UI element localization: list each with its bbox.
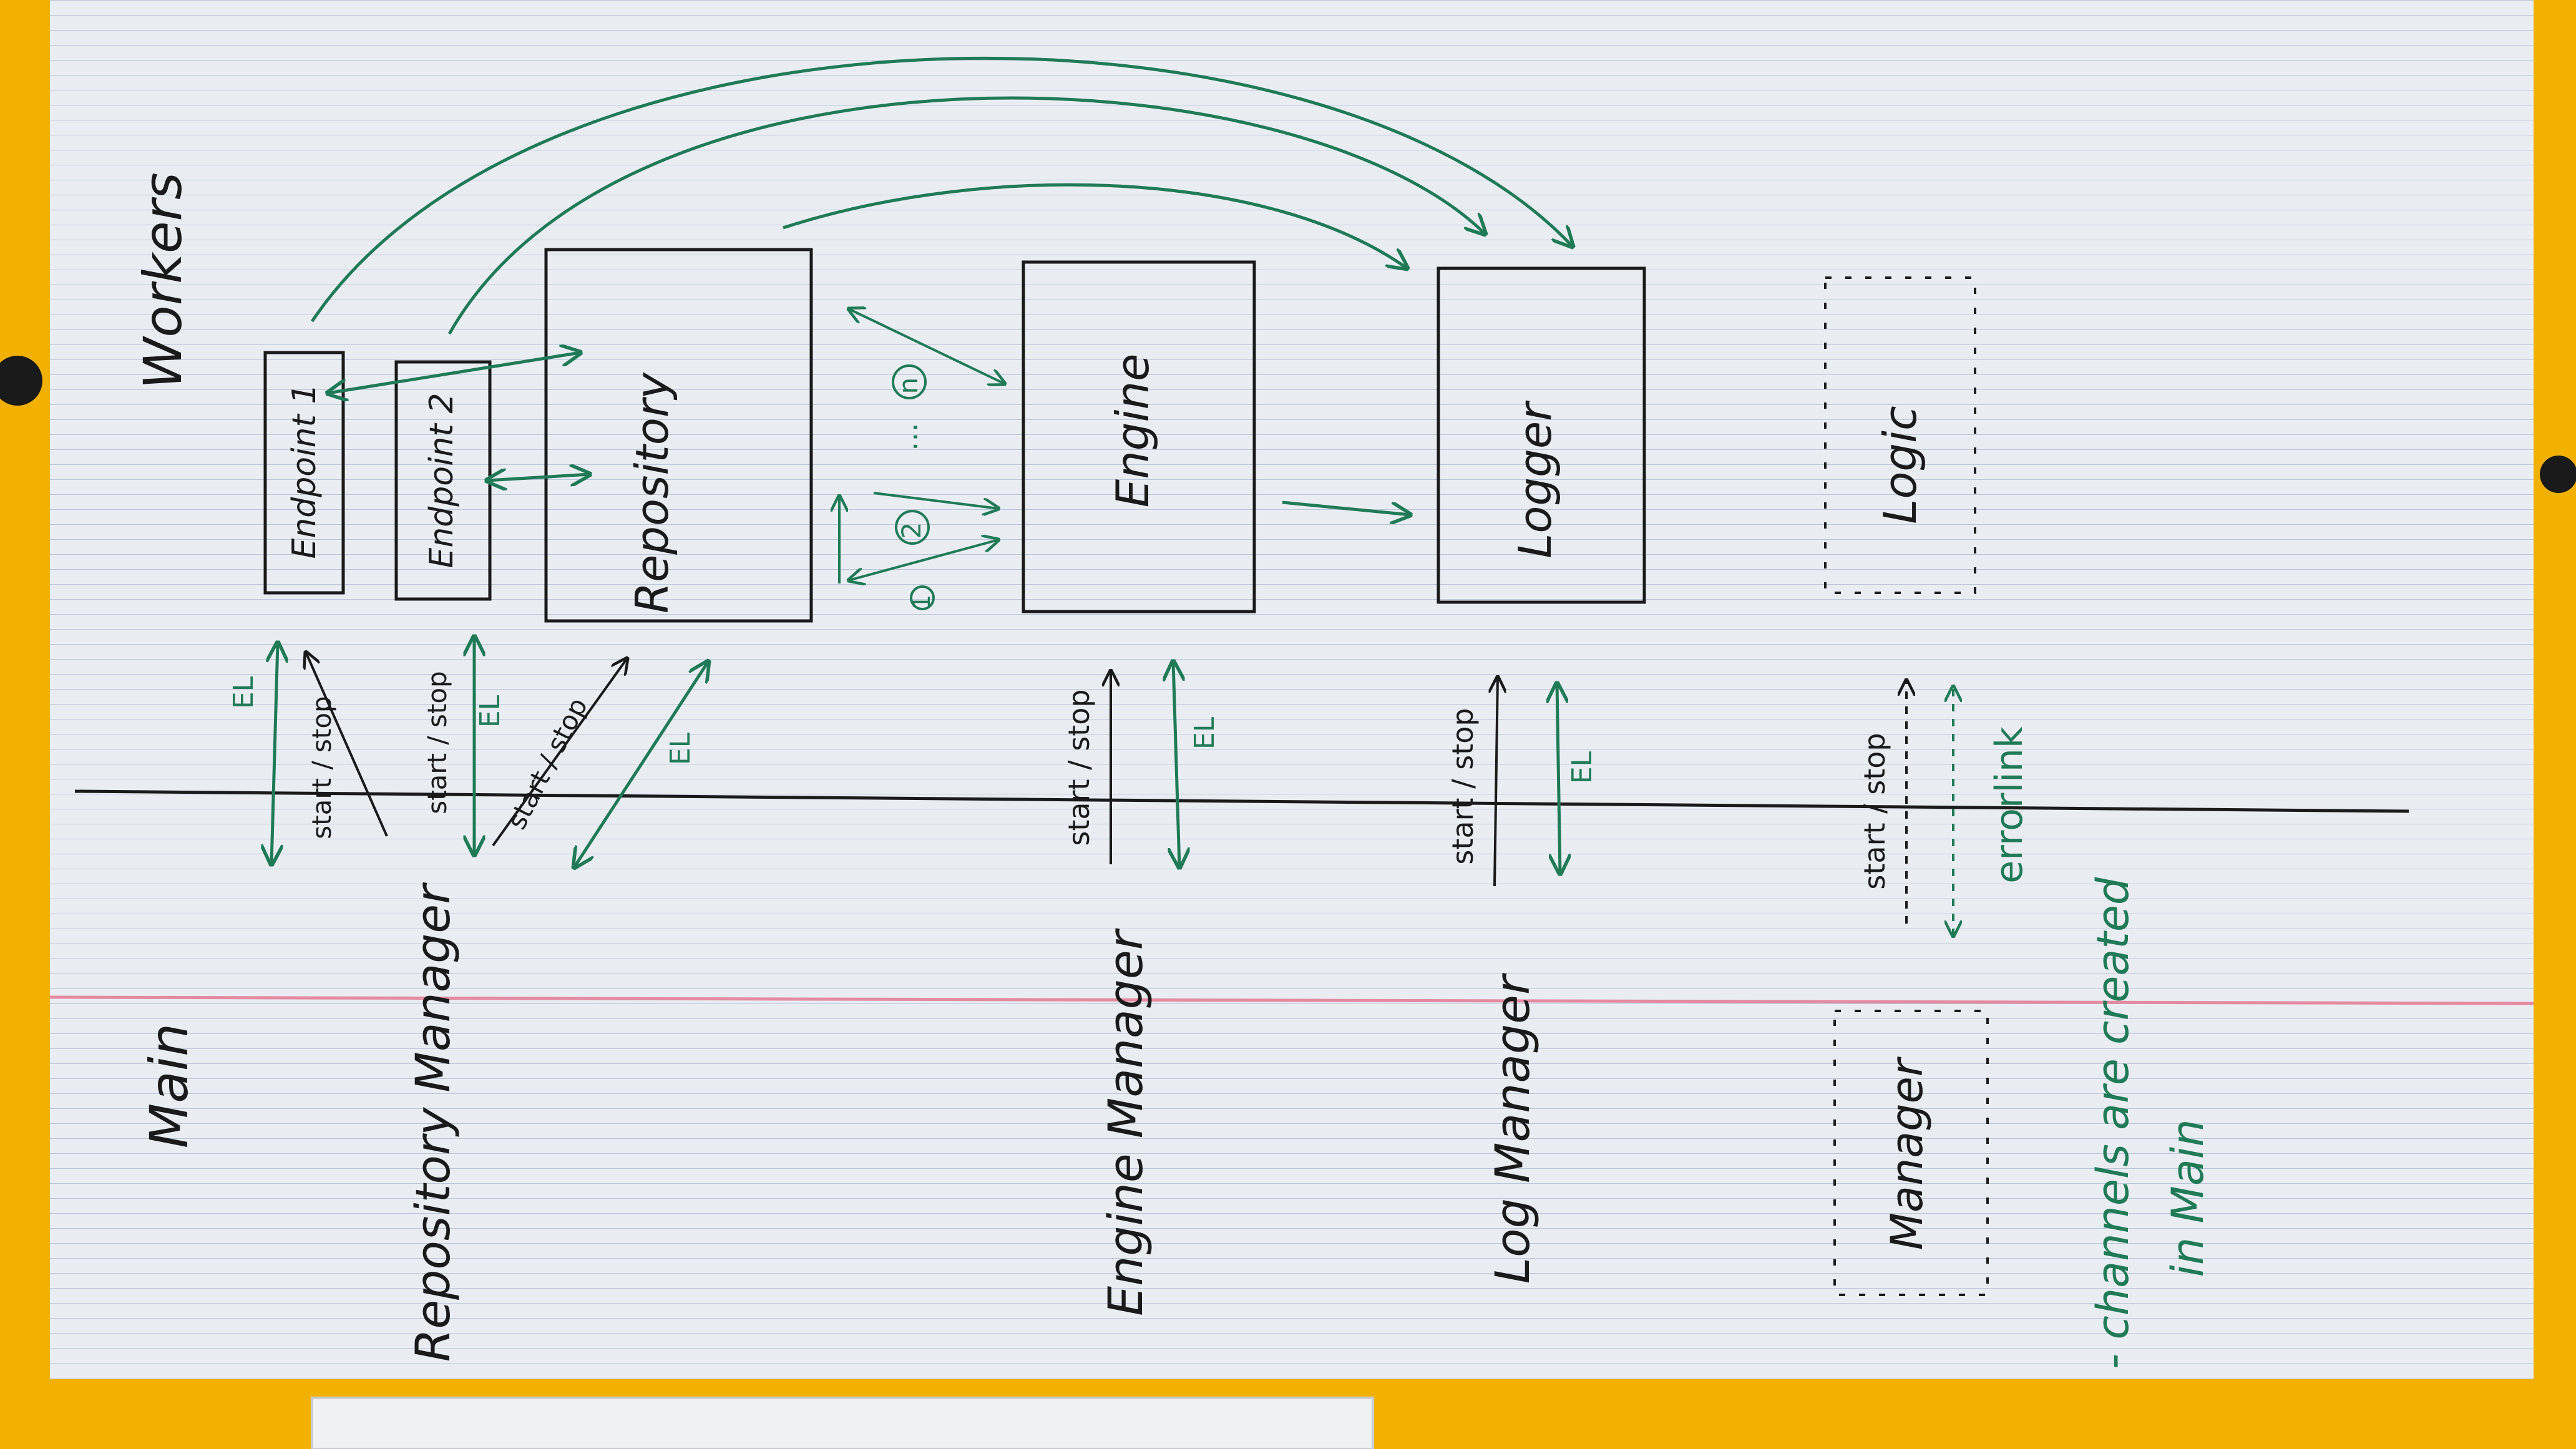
endpoint1-label: Endpoint 1 [286,383,323,559]
note-line-2: in Main [2162,1119,2213,1277]
engine-box: Engine [1022,260,1256,613]
logger-box: Logger [1437,266,1646,604]
worker-links [310,56,1573,515]
generic-manager-links: start / stop errorlink [1858,680,2031,936]
repository-box: Repository [544,248,813,623]
start-stop-label: start / stop [306,696,337,839]
engine-manager-label: Engine Manager [1098,927,1153,1316]
engine-manager-links: start / stop EL [1062,661,1221,867]
repository-label: Repository [626,372,678,613]
log-manager-label: Log Manager [1485,972,1540,1284]
note-line-1: - channels are created [2087,877,2139,1369]
engine-workers: 1 2 ... n [839,309,1005,610]
workers-heading: Workers [132,172,193,389]
start-stop-label: start / stop [1446,708,1480,864]
log-manager-links: start / stop EL [1446,677,1598,887]
logic-label: Logic [1874,406,1926,524]
el-label: EL [665,732,696,765]
main-heading: Main [139,1023,200,1149]
binder-ring [2540,456,2576,493]
errorlink-label: errorlink [1988,726,2031,884]
logger-label: Logger [1509,400,1561,559]
binder-ring [0,356,42,406]
start-stop-label: start / stop [1858,733,1891,889]
logic-box: Logic [1824,276,1976,594]
grid-sheet-edge [311,1397,1374,1449]
worker-2-label: 2 [896,522,927,539]
generic-manager-label: Manager [1881,1056,1933,1250]
margin-line [49,995,2534,1005]
repository-manager-label: Repository Manager [405,882,461,1362]
el-label: EL [1566,751,1598,784]
el-label: EL [1189,716,1221,749]
el-label: EL [228,676,260,709]
start-stop-label: start / stop [422,671,452,814]
worker-ellipsis: ... [890,422,925,451]
engine-label: Engine [1106,354,1159,508]
endpoint2-label: Endpoint 2 [423,393,461,568]
endpoint1-box: Endpoint 1 [263,351,345,595]
start-stop-label: start / stop [1062,689,1096,846]
el-label: EL [474,695,506,728]
